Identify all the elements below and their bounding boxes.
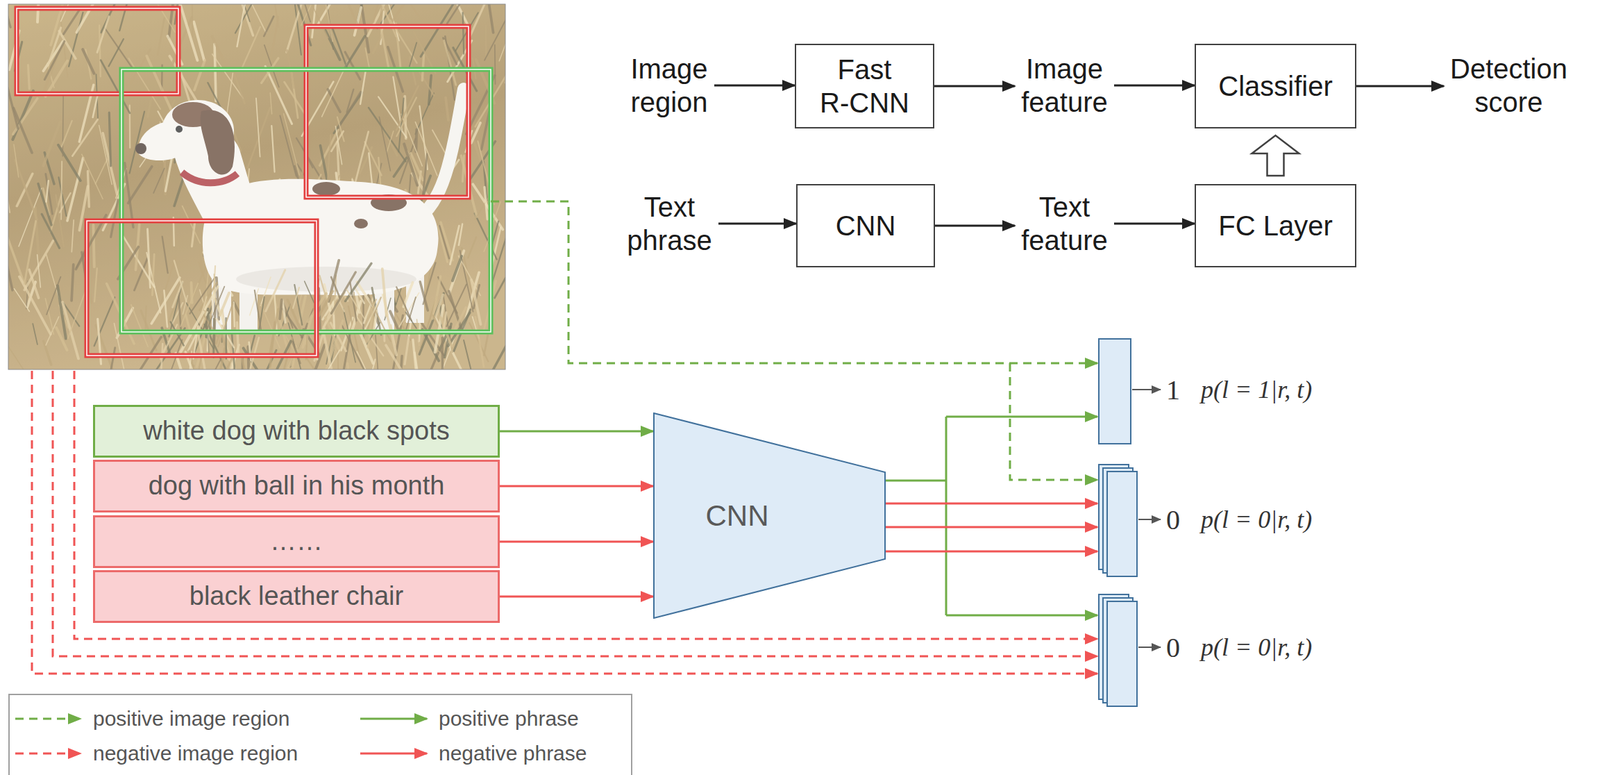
stage-label: Text feature	[1021, 190, 1108, 257]
process-box: FC Layer	[1194, 183, 1357, 268]
node-text: white dog with black spots	[142, 415, 450, 448]
phrase-box: ……	[93, 515, 500, 568]
positive-phrase-wire	[945, 416, 948, 616]
probability-formula: p(l = 1|r, t)	[1200, 374, 1312, 404]
legend-text: positive phrase	[438, 706, 579, 731]
flow-arrow	[499, 540, 654, 543]
node-text: Text phrase	[626, 190, 712, 257]
process-box: CNN	[796, 183, 936, 268]
node-text: Detection score	[1450, 52, 1568, 119]
flow-arrow	[1114, 222, 1195, 225]
node-text: Classifier	[1218, 69, 1333, 103]
flow-arrow	[499, 595, 654, 598]
stage-label: Detection score	[1450, 52, 1568, 119]
stage-label: Text phrase	[626, 190, 713, 257]
photo-frame	[8, 4, 506, 370]
process-box: Classifier	[1194, 43, 1357, 129]
flow-arrow	[1356, 85, 1444, 88]
node-text: Fast R-CNN	[804, 52, 925, 120]
block-arrow	[1252, 135, 1300, 176]
grass	[8, 4, 506, 370]
negative-box-inner	[16, 8, 179, 94]
node-text: CNN	[835, 208, 897, 243]
legend-sample	[15, 752, 81, 755]
bounding-boxes	[16, 8, 491, 356]
negative-box-inner	[306, 26, 469, 198]
output-arrows	[1132, 389, 1161, 647]
trapezoid-shape	[653, 413, 886, 618]
flow-arrow	[934, 85, 1015, 88]
classifier-bars	[1098, 338, 1138, 706]
output-arrow	[1138, 518, 1161, 520]
positive-phrase-wire	[946, 614, 1098, 617]
legend-sample	[15, 717, 81, 720]
fade-overlay	[8, 4, 506, 370]
flow-arrow	[1114, 84, 1195, 87]
classifier-bar	[1107, 601, 1138, 706]
node-text: CNN	[705, 497, 770, 533]
legend-text: negative phrase	[438, 741, 588, 765]
node-text: black leather chair	[189, 580, 404, 613]
negative-box	[86, 220, 317, 356]
grass-background	[8, 4, 506, 370]
probability-formula: p(l = 0|r, t)	[1200, 632, 1312, 662]
negative-phrase-wire	[885, 526, 1098, 529]
negative-box-inner	[86, 220, 317, 356]
positive-box-inner	[121, 69, 491, 332]
phrase-box: black leather chair	[93, 569, 500, 623]
flow-arrow	[714, 84, 795, 87]
phrase-box: dog with ball in his month	[93, 459, 500, 513]
legend-sample	[360, 717, 427, 720]
node-text: Text feature	[1021, 190, 1108, 257]
probability-formula: p(l = 0|r, t)	[1200, 504, 1312, 534]
flow-arrow	[499, 430, 654, 433]
flow-arrow	[499, 485, 654, 488]
output-value: 0	[1166, 503, 1181, 536]
stage-label: Image feature	[1021, 52, 1108, 119]
node-text: Image region	[630, 52, 708, 119]
node-text: Image feature	[1021, 52, 1108, 119]
positive-box	[121, 69, 491, 332]
positive-region-wire	[490, 201, 1098, 364]
phrase-box: white dog with black spots	[93, 404, 500, 458]
dog-photo	[8, 4, 506, 370]
output-value: 1	[1166, 373, 1181, 407]
cnn-encoder: CNN	[653, 412, 886, 619]
flow-arrow	[935, 224, 1015, 227]
positive-region-wire	[1009, 363, 1098, 480]
node-text: ……	[270, 525, 323, 558]
classifier-bar	[1098, 338, 1131, 444]
negative-region-wire	[74, 370, 1098, 639]
feature-wires	[31, 201, 1098, 674]
stage-label: Image region	[630, 52, 709, 119]
negative-phrase-wire	[885, 502, 1098, 505]
positive-phrase-wire	[946, 415, 1098, 418]
output-arrow	[1132, 388, 1161, 391]
legend-sample	[360, 752, 427, 755]
node-text: dog with ball in his month	[148, 469, 445, 502]
legend-text: positive image region	[93, 706, 291, 731]
classifier-bar	[1107, 471, 1138, 577]
positive-phrase-wire	[885, 479, 947, 482]
output-value: 0	[1166, 630, 1181, 664]
negative-phrase-wire	[885, 550, 1098, 553]
negative-box	[306, 26, 469, 198]
flow-arrow	[718, 222, 797, 225]
negative-region-wire	[31, 370, 1098, 674]
legend-text: negative image region	[93, 741, 298, 765]
legend-frame	[9, 694, 632, 775]
output-arrow	[1138, 646, 1161, 648]
negative-box	[16, 8, 179, 94]
trapezoid-outline	[653, 412, 886, 619]
process-box: Fast R-CNN	[794, 43, 935, 129]
negative-region-wire	[52, 370, 1098, 656]
node-text: FC Layer	[1218, 208, 1333, 243]
